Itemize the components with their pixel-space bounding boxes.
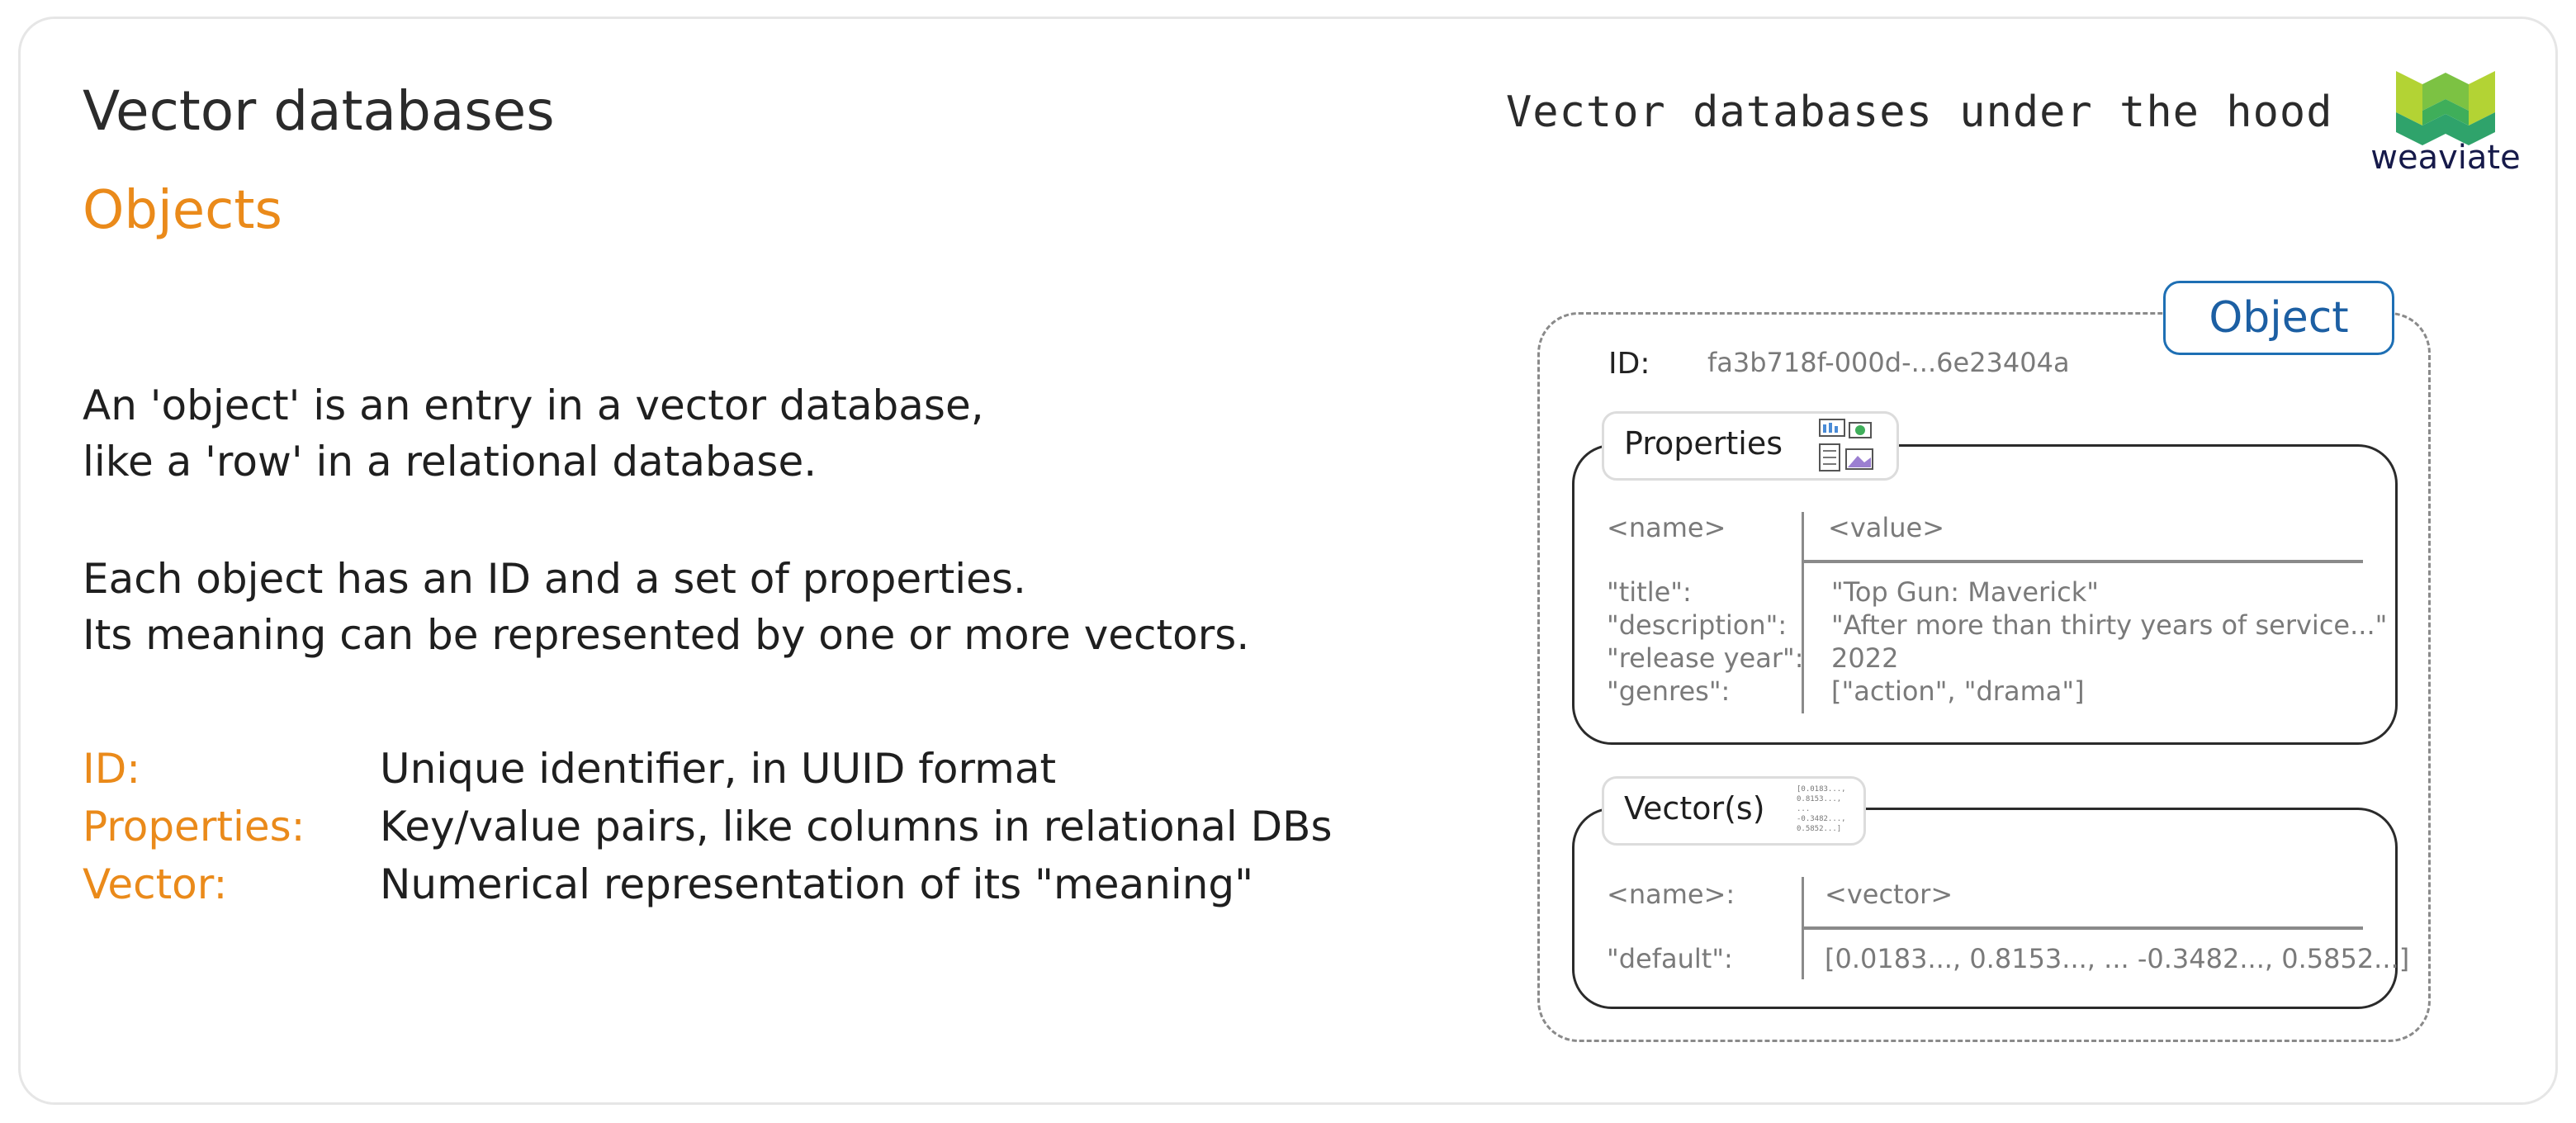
prop-value-description: "After more than thirty years of service… — [1831, 609, 2388, 641]
vectors-tag: Vector(s) — [1602, 776, 1866, 846]
mini-line-2: 0.8153..., — [1797, 795, 1842, 803]
properties-panel — [1572, 444, 2398, 745]
mini-line-5: 0.5852...] — [1797, 825, 1842, 833]
logo-wordmark: weaviate — [2370, 139, 2521, 177]
vectors-label: Vector(s) — [1624, 790, 1765, 827]
prop-name-title: "title": — [1607, 576, 1692, 608]
object-container — [1537, 312, 2431, 1042]
properties-label: Properties — [1624, 425, 1783, 462]
weaviate-logo-icon — [2396, 71, 2495, 145]
id-value: fa3b718f-000d-...6e23404a — [1707, 347, 2070, 378]
intro-line-2: like a 'row' in a relational database. — [83, 438, 817, 486]
mini-line-4: -0.3482..., — [1797, 815, 1846, 823]
vectors-header-rule — [1802, 926, 2363, 930]
properties-col-name: <name> — [1607, 512, 1726, 543]
id-label: ID: — [1608, 347, 1650, 381]
term-properties: Properties: — [83, 803, 305, 851]
properties-divider — [1802, 512, 1804, 713]
def-id: Unique identifier, in UUID format — [380, 745, 1057, 793]
prop-name-release-year: "release year": — [1607, 642, 1804, 674]
properties-header-rule — [1802, 560, 2363, 563]
media-types-icon — [1819, 419, 1873, 471]
section-title: Objects — [83, 180, 282, 241]
def-properties: Key/value pairs, like columns in relatio… — [380, 803, 1333, 851]
vector-value-default: [0.0183..., 0.8153..., ... -0.3482..., 0… — [1825, 943, 2410, 974]
object-label: Object — [2163, 281, 2394, 355]
intro-line-1: An 'object' is an entry in a vector data… — [83, 381, 984, 429]
page-title: Vector databases — [83, 79, 555, 143]
prop-value-genres: ["action", "drama"] — [1831, 675, 2085, 707]
meaning-line-2: Its meaning can be represented by one or… — [83, 611, 1250, 659]
prop-name-description: "description": — [1607, 609, 1788, 641]
prop-name-genres: "genres": — [1607, 675, 1731, 707]
prop-value-release-year: 2022 — [1831, 642, 1899, 674]
prop-value-title: "Top Gun: Maverick" — [1831, 576, 2099, 608]
properties-col-value: <value> — [1828, 512, 1945, 543]
mini-line-3: ... — [1797, 805, 1811, 813]
vectors-col-name: <name>: — [1607, 879, 1735, 910]
header-right-title: Vector databases under the hood — [1506, 88, 2333, 137]
meaning-line-1: Each object has an ID and a set of prope… — [83, 555, 1026, 603]
def-vector: Numerical representation of its "meaning… — [380, 860, 1254, 908]
mini-line-1: [0.0183..., — [1797, 785, 1846, 794]
term-id: ID: — [83, 745, 141, 793]
vector-mini-preview: [0.0183..., 0.8153..., ... -0.3482..., 0… — [1797, 784, 1846, 834]
term-vector: Vector: — [83, 860, 228, 908]
vector-name-default: "default": — [1607, 943, 1733, 974]
vectors-col-value: <vector> — [1825, 879, 1953, 910]
